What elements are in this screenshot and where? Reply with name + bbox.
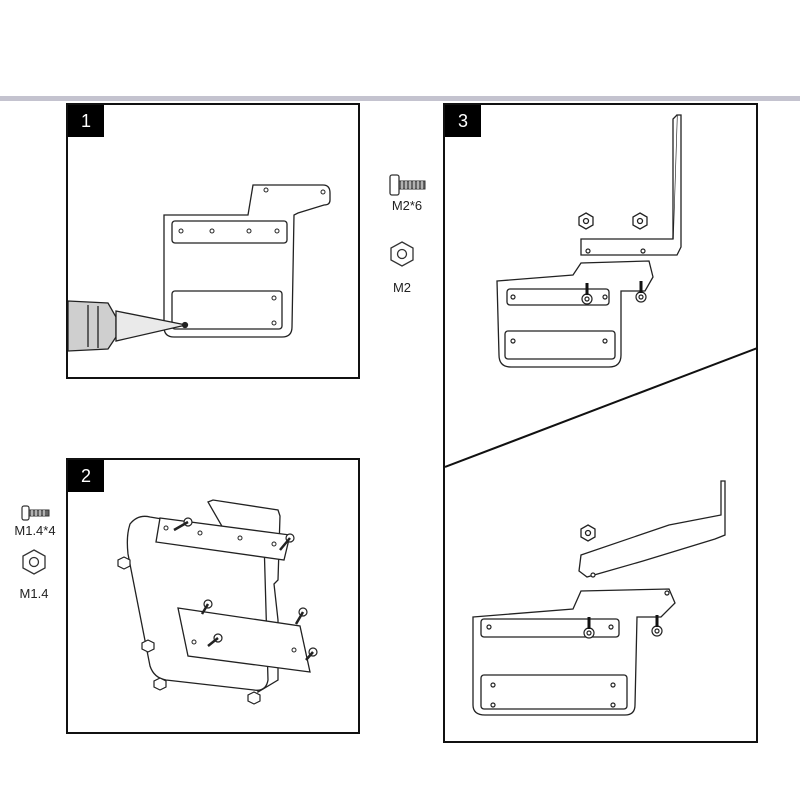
marker-pen [68, 300, 189, 352]
nut-m2-part: M2 [382, 240, 422, 295]
fasteners [117, 517, 318, 705]
screw-icon [389, 174, 426, 196]
upper-assembly [496, 114, 682, 368]
bottom-slot-plate [177, 607, 311, 673]
step-3-panel: 3 [443, 103, 758, 743]
lower-slot [171, 290, 283, 330]
screw-m2-label: M2*6 [391, 198, 423, 213]
step-3-divider [445, 347, 756, 468]
lower-assembly [472, 480, 726, 716]
step-2-badge: 2 [68, 460, 104, 492]
step-1-panel: 1 [66, 103, 360, 379]
screw-m14-label: M1.4*4 [14, 523, 56, 538]
nut-m14-label: M1.4 [19, 586, 49, 601]
screw-m2-part: M2*6 [382, 172, 432, 213]
step-3-illustration [445, 114, 756, 716]
upper-slot [171, 220, 288, 244]
step-3-badge: 3 [445, 105, 481, 137]
step-2-illustration [117, 499, 318, 705]
step-2-panel: 2 [66, 458, 360, 734]
hex-nut-icon [390, 241, 414, 267]
nut-m14-part: M1.4 [14, 548, 54, 601]
screw-m14-part: M1.4*4 [8, 503, 62, 538]
top-slot-plate [155, 517, 291, 561]
bracket-plate [163, 184, 331, 338]
hex-nut-icon [22, 549, 46, 575]
screw-icon [21, 505, 50, 521]
step-1-illustration [68, 184, 331, 352]
header-divider [0, 96, 800, 101]
step-1-badge: 1 [68, 105, 104, 137]
nut-m2-label: M2 [392, 280, 412, 295]
